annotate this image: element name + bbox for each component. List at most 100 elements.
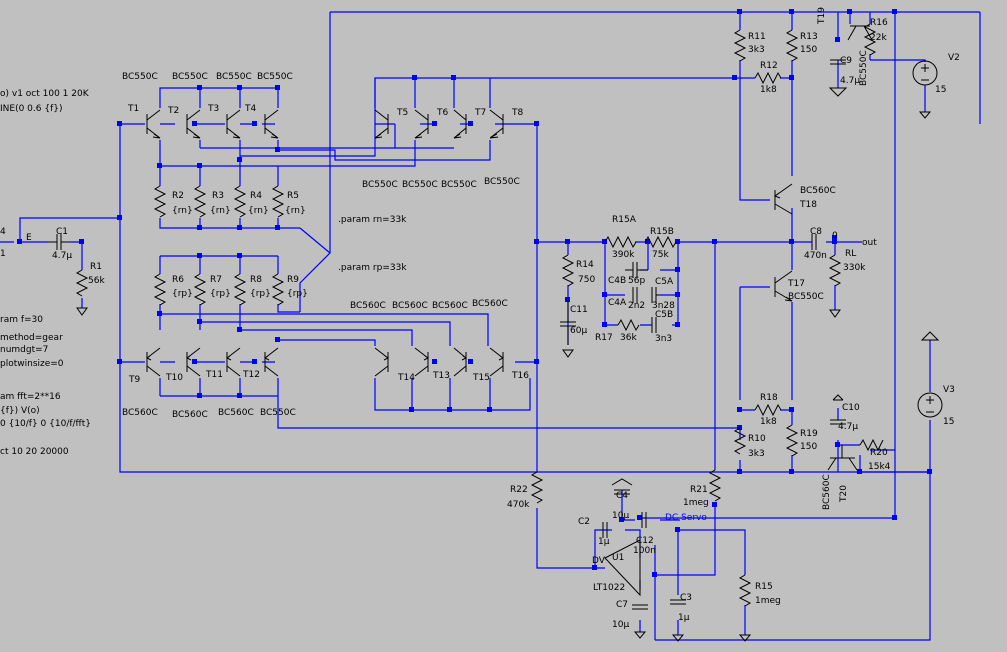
transistor-ref: T16: [511, 371, 529, 381]
capacitor-value: 1µ: [678, 613, 690, 623]
resistor-value: {rn}: [210, 206, 231, 216]
junctions: [17, 9, 932, 577]
side-text: o) v1 oct 100 1 20K: [0, 89, 90, 99]
transistor-model: BC560C: [122, 408, 158, 418]
capacitor-value: 56p: [628, 276, 645, 286]
capacitor-ref: C7: [616, 600, 628, 610]
resistor-value: 1k8: [760, 417, 777, 427]
capacitor-ref: C12: [636, 536, 654, 546]
capacitor-value: 60µ: [570, 326, 587, 336]
transistor-symbols: [146, 25, 873, 471]
capacitor-value: 2n2: [628, 301, 645, 311]
capacitor-ref: C1: [56, 227, 68, 237]
wires: [0, 11, 981, 641]
side-text: numdgt=7: [0, 345, 48, 355]
transistor-ref: T19: [817, 7, 827, 25]
resistor-ref: R15A: [612, 215, 637, 225]
source-ref: V2: [948, 53, 960, 63]
resistor-ref: R14: [576, 260, 594, 270]
side-text: plotwinsize=0: [0, 359, 64, 369]
transistor-model: BC550C: [216, 72, 252, 82]
capacitor-value: 100n: [633, 546, 656, 556]
resistor-ref: R12: [760, 61, 778, 71]
capacitor-value: 4.7µ: [838, 422, 858, 432]
side-text: method=gear: [0, 333, 63, 343]
resistor-value: 36k: [620, 333, 637, 343]
transistor-model: BC550C: [441, 180, 477, 190]
transistor-model: BC550C: [788, 292, 824, 302]
resistor-ref: R15B: [650, 227, 674, 237]
capacitor-ref: C5B: [655, 310, 673, 320]
capacitor-ref: C5A: [655, 277, 674, 287]
side-text: INE(0 0.6 {f}): [0, 104, 62, 114]
opamp-model: LT1022: [593, 583, 625, 593]
resistor-ref: R3: [212, 191, 224, 201]
transistor-model: BC560C: [218, 408, 254, 418]
transistor-ref: T1: [127, 104, 139, 114]
resistor-ref: R6: [172, 275, 184, 285]
resistor-value: 1meg: [683, 498, 709, 508]
transistor-model: BC550C: [402, 180, 438, 190]
transistor-model: BC550C: [484, 177, 520, 187]
transistor-labels: T1 BC550C T2 BC550C T3 BC550C T4 BC550C …: [122, 7, 869, 510]
resistor-value: 330k: [843, 263, 866, 273]
transistor-model: BC550C: [122, 72, 158, 82]
transistor-ref: T18: [799, 200, 817, 210]
capacitor-value: 10µ: [612, 511, 629, 521]
capacitor-value: 1µ: [598, 537, 610, 547]
resistor-value: {rn}: [248, 206, 269, 216]
resistor-value: 56k: [88, 276, 105, 286]
resistor-value: {rp}: [210, 289, 231, 299]
resistor-ref: R18: [760, 393, 778, 403]
transistor-model: BC560C: [172, 410, 208, 420]
resistor-value: 390k: [612, 250, 635, 260]
resistor-value: 150: [800, 442, 817, 452]
capacitor-ref: C2: [578, 517, 590, 527]
transistor-model: BC560C: [800, 186, 836, 196]
transistor-ref: T3: [207, 104, 219, 114]
resistor-ref: R22: [510, 485, 528, 495]
resistor-value: {rp}: [172, 289, 193, 299]
resistor-value: 750: [578, 275, 595, 285]
resistor-ref: R4: [250, 191, 262, 201]
resistor-ref: R21: [690, 485, 708, 495]
resistor-ref: R8: [250, 275, 262, 285]
transistor-ref: T10: [165, 373, 183, 383]
source-labels: V2 15 V3 15 U1 LT1022: [593, 53, 960, 593]
resistor-value: 22k: [870, 33, 887, 43]
net-label-e: E: [26, 233, 32, 243]
transistor-ref: T13: [432, 371, 450, 381]
spice-directives: o) v1 oct 100 1 20K INE(0 0.6 {f}) ram f…: [0, 89, 407, 457]
source-ref: V3: [943, 385, 955, 395]
capacitor-ref: C4A: [608, 298, 627, 308]
partial-value: 1: [0, 249, 6, 259]
transistor-ref: T12: [242, 370, 260, 380]
transistor-ref: T6: [436, 108, 448, 118]
resistor-ref: R1: [90, 262, 102, 272]
resistor-ref: R11: [748, 32, 766, 42]
transistor-ref: T5: [396, 108, 408, 118]
transistor-model: BC560C: [822, 474, 832, 510]
transistor-model: BC550C: [362, 180, 398, 190]
transistor-model: BC550C: [859, 50, 869, 86]
capacitor-ref: C3: [680, 593, 692, 603]
resistor-value: 1k8: [760, 85, 777, 95]
param-rp: .param rp=33k: [338, 263, 407, 273]
resistor-value: 3k3: [748, 449, 765, 459]
transistor-ref: T15: [472, 373, 490, 383]
resistor-labels: R1 56k R2 {rn} R3 {rn} R4 {rn} R5 {rn} R…: [88, 18, 891, 606]
transistor-ref: T9: [128, 375, 140, 385]
resistor-ref: R5: [287, 191, 299, 201]
resistor-ref: R2: [172, 191, 184, 201]
transistor-ref: T7: [474, 108, 486, 118]
transistor-model: BC550C: [260, 408, 296, 418]
transistor-model: BC560C: [350, 301, 386, 311]
resistor-ref: R19: [800, 429, 818, 439]
capacitor-symbols: [48, 59, 943, 642]
capacitor-value: 4.7µ: [840, 76, 860, 86]
side-text: ram f=30: [0, 315, 43, 325]
transistor-model: BC550C: [257, 72, 293, 82]
transistor-ref: T4: [244, 104, 256, 114]
transistor-model: BC560C: [432, 301, 468, 311]
resistor-ref: R7: [210, 275, 222, 285]
